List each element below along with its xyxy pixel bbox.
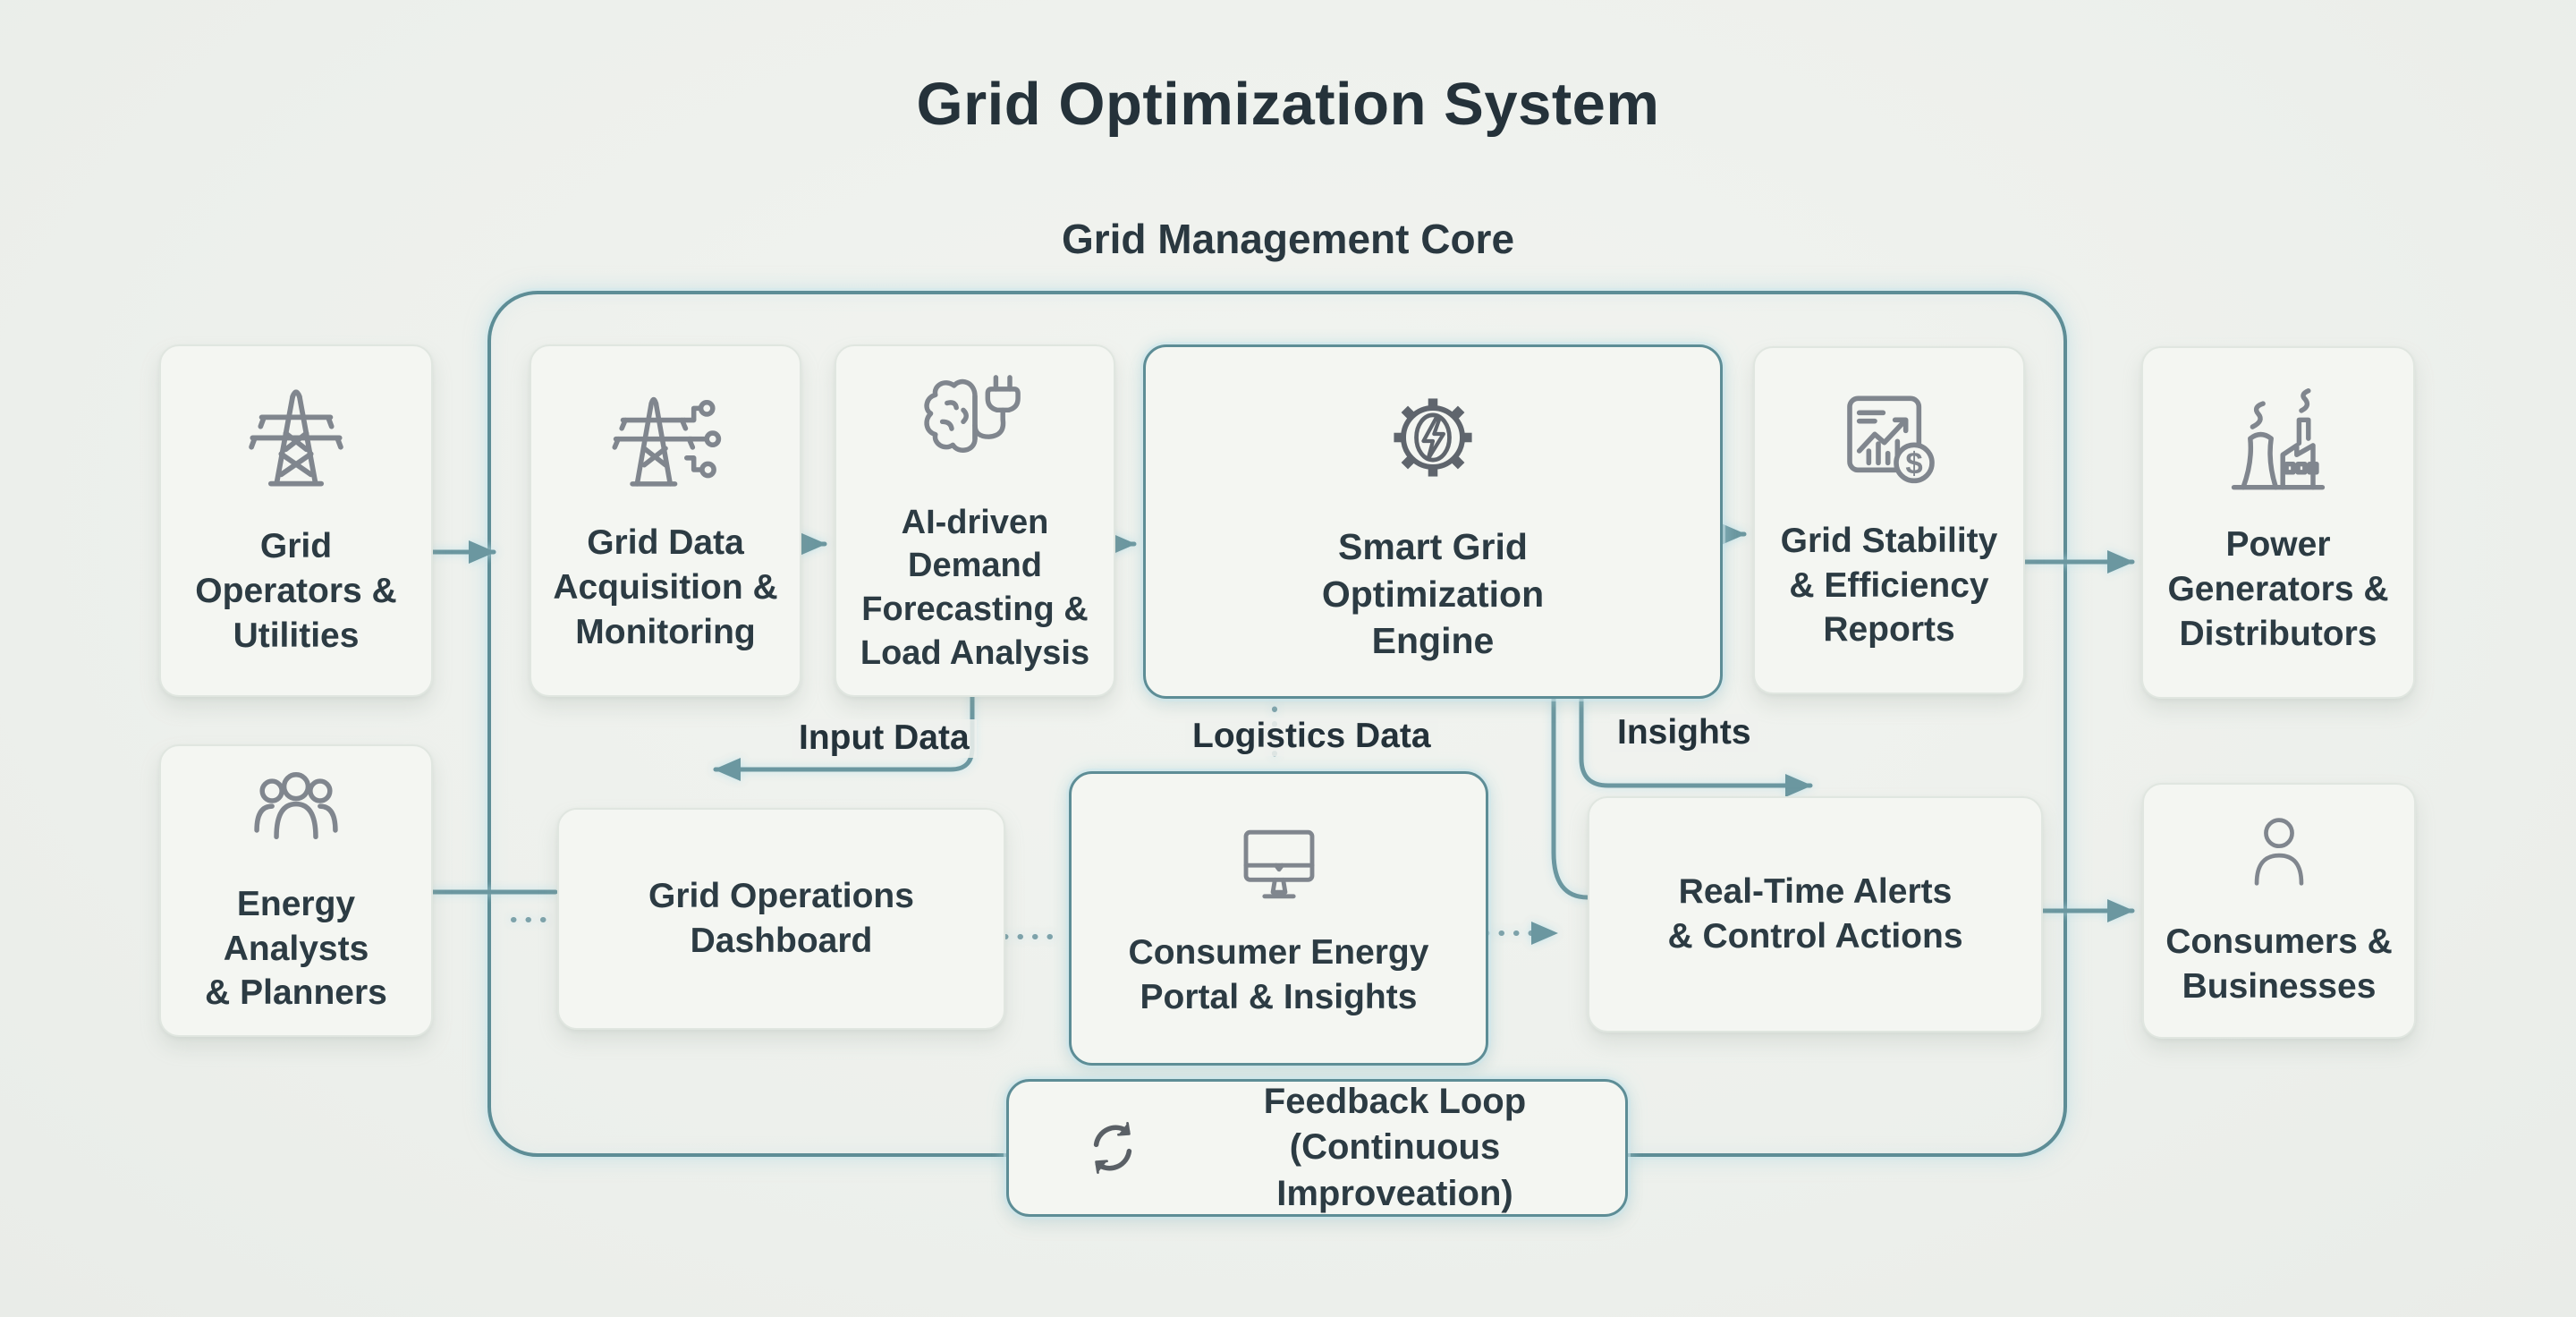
tower-network-icon — [612, 396, 722, 487]
node-consumer-energy-portal: Consumer Energy Portal & Insights — [1069, 771, 1488, 1066]
edge-label-input-data: Input Data — [792, 718, 977, 758]
node-label: Real-Time Alerts & Control Actions — [1667, 872, 1963, 956]
node-label: Consumers & Businesses — [2165, 922, 2393, 1006]
node-label: Grid Stability & Efficiency Reports — [1780, 521, 1998, 650]
node-smart-grid-engine: Smart Grid Optimization Engine — [1143, 344, 1723, 699]
node-energy-analysts: Energy Analysts & Planners — [159, 744, 433, 1037]
node-label: Feedback Loop (Continuous Improveation) — [1263, 1082, 1527, 1213]
node-grid-stability-reports: $ Grid Stability & Efficiency Reports — [1753, 346, 2025, 694]
core-group-label: Grid Management Core — [1061, 216, 1515, 262]
person-icon — [2254, 818, 2304, 886]
node-label: Grid Operations Dashboard — [648, 877, 914, 960]
node-label: Smart Grid Optimization Engine — [1321, 526, 1545, 662]
edge-label-logistics-data: Logistics Data — [1185, 717, 1438, 756]
node-feedback-loop: Feedback Loop (Continuous Improveation) — [1006, 1079, 1628, 1217]
monitor-icon — [1243, 829, 1314, 898]
svg-text:$: $ — [1905, 446, 1922, 480]
node-grid-operations-dashboard: Grid Operations Dashboard — [557, 808, 1005, 1030]
node-grid-operators: Grid Operators & Utilities — [159, 344, 433, 697]
node-ai-demand-forecasting: AI-driven Demand Forecasting & Load Anal… — [835, 344, 1115, 697]
node-realtime-alerts: Real-Time Alerts & Control Actions — [1588, 796, 2043, 1032]
chart-dollar-icon: $ — [1847, 395, 1935, 483]
node-label: Power Generators & Distributors — [2167, 525, 2389, 653]
power-plant-icon — [2231, 388, 2326, 490]
gear-lightning-icon — [1394, 398, 1472, 477]
node-label: Consumer Energy Portal & Insights — [1128, 932, 1429, 1016]
edge-label-insights: Insights — [1610, 713, 1758, 752]
node-label: Energy Analysts & Planners — [205, 884, 387, 1013]
node-grid-data-acquisition: Grid Data Acquisition & Monitoring — [530, 344, 801, 697]
node-power-generators: Power Generators & Distributors — [2141, 346, 2415, 699]
people-group-icon — [254, 771, 338, 839]
brain-plug-icon — [924, 374, 1021, 453]
node-label: Grid Operators & Utilities — [195, 527, 397, 655]
page-title: Grid Optimization System — [916, 71, 1660, 138]
transmission-tower-icon — [249, 389, 343, 487]
refresh-icon — [1093, 1122, 1132, 1174]
node-consumers-businesses: Consumers & Businesses — [2142, 783, 2416, 1039]
node-label: AI-driven Demand Forecasting & Load Anal… — [860, 503, 1090, 672]
node-label: Grid Data Acquisition & Monitoring — [553, 523, 778, 651]
